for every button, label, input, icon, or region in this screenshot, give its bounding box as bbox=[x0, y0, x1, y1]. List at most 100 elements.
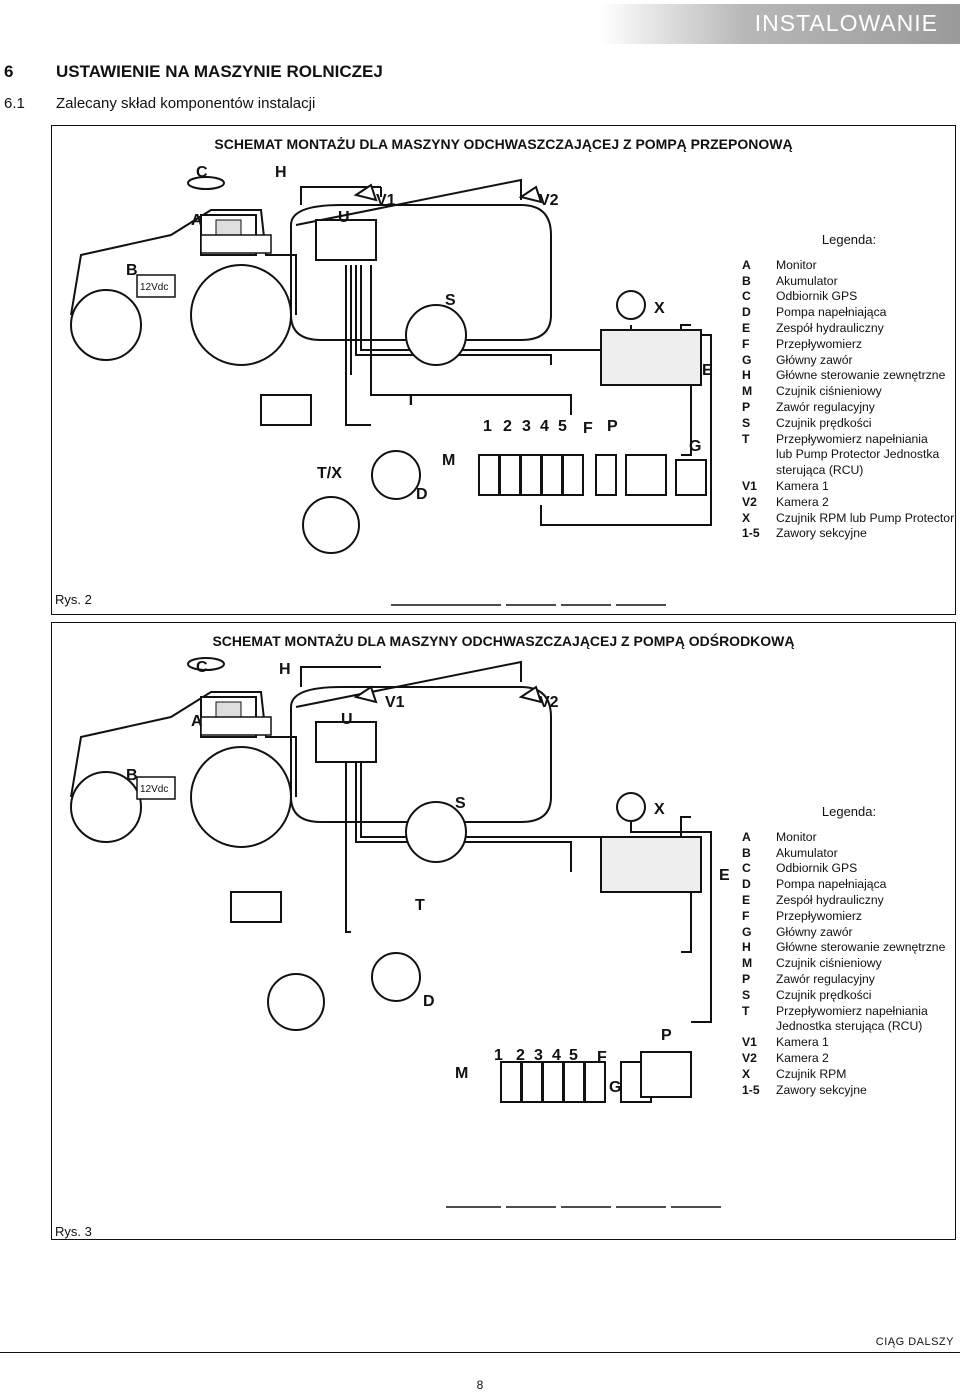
label-m: M bbox=[455, 1065, 468, 1082]
label-v2: V2 bbox=[539, 192, 559, 209]
label-valve-2: 2 bbox=[503, 418, 512, 435]
figure-2-frame: SCHEMAT MONTAŻU DLA MASZYNY ODCHWASZCZAJ… bbox=[51, 622, 956, 1240]
legend-key: M bbox=[742, 956, 753, 971]
legend-value: Kamera 2 bbox=[776, 494, 829, 509]
legend-value: Zawory sekcyjne bbox=[776, 1082, 867, 1097]
label-s: S bbox=[455, 795, 466, 812]
label-g: G bbox=[689, 438, 701, 455]
legend-value: Główne sterowanie zewnętrzne bbox=[776, 368, 946, 383]
header-title: INSTALOWANIE bbox=[754, 10, 938, 36]
legend-key: A bbox=[742, 257, 751, 272]
legend-key: T bbox=[742, 1003, 750, 1018]
legend-title: Legenda: bbox=[821, 232, 877, 247]
legend-value: Zawór regulacyjny bbox=[776, 399, 875, 414]
legend-key: D bbox=[742, 305, 751, 320]
label-c: C bbox=[196, 659, 208, 676]
legend-key: 1-5 bbox=[742, 526, 760, 541]
label-s: S bbox=[445, 292, 456, 309]
control-unit-icon bbox=[315, 721, 377, 763]
legend-key: B bbox=[742, 845, 751, 860]
legend-value: Pompa napełniająca bbox=[776, 877, 887, 892]
legend-title: Legenda: bbox=[821, 804, 877, 819]
legend-value: Przepływomierz napełniania bbox=[776, 1003, 928, 1018]
label-b: B bbox=[126, 262, 138, 279]
legend-row: M Czujnik ciśnieniowy bbox=[742, 384, 956, 400]
label-e: E bbox=[719, 867, 730, 884]
footer-divider bbox=[0, 1352, 960, 1353]
legend-key: M bbox=[742, 384, 753, 399]
legend-value: Akumulator bbox=[776, 845, 838, 860]
hydraulic-unit-icon bbox=[600, 329, 702, 386]
header-band bbox=[600, 4, 960, 44]
legend-value: Akumulator bbox=[776, 273, 838, 288]
centrifugal-pump-icon bbox=[267, 973, 325, 1031]
legend-value: Kamera 2 bbox=[776, 1050, 829, 1065]
legend-key bbox=[742, 447, 776, 463]
legend-row: P Zawór regulacyjny bbox=[742, 972, 956, 988]
legend-value: Zespół hydrauliczny bbox=[776, 892, 884, 907]
legend-key: C bbox=[742, 289, 751, 304]
legend-row: V1 Kamera 1 bbox=[742, 1035, 956, 1051]
label-a: A bbox=[191, 713, 203, 730]
legend-row: Jednostka sterująca (RCU) bbox=[742, 1019, 956, 1035]
battery-icon bbox=[136, 274, 176, 298]
label-v1: V1 bbox=[376, 192, 396, 209]
label-valve-3: 3 bbox=[522, 418, 531, 435]
legend-key: D bbox=[742, 877, 751, 892]
legend-key: C bbox=[742, 861, 751, 876]
legend-value: Odbiornik GPS bbox=[776, 289, 858, 304]
label-h: H bbox=[279, 661, 291, 678]
legend-value: Czujnik ciśnieniowy bbox=[776, 384, 882, 399]
legend-key: A bbox=[742, 829, 751, 844]
hydraulic-unit-icon bbox=[600, 836, 702, 893]
legend-key: V1 bbox=[742, 1035, 757, 1050]
section-valves-icon bbox=[478, 454, 707, 496]
label-b: B bbox=[126, 767, 138, 784]
legend-value: Kamera 1 bbox=[776, 1035, 829, 1050]
legend-value: Pompa napełniająca bbox=[776, 305, 887, 320]
legend-key: 1-5 bbox=[742, 1082, 760, 1097]
label-x: X bbox=[654, 300, 665, 317]
legend-key: S bbox=[742, 415, 751, 430]
legend-key: X bbox=[742, 1066, 751, 1081]
label-h: H bbox=[275, 164, 287, 181]
fill-pump-icon bbox=[371, 952, 421, 1002]
legend-row: D Pompa napełniająca bbox=[742, 877, 956, 893]
label-x: X bbox=[654, 801, 665, 818]
label-valve-1: 1 bbox=[483, 418, 492, 435]
label-p: P bbox=[607, 418, 618, 435]
legend-value: Monitor bbox=[776, 257, 817, 272]
figure-2-caption: Rys. 3 bbox=[55, 1224, 92, 1239]
legend-key: P bbox=[742, 971, 751, 986]
legend-key: X bbox=[742, 510, 751, 525]
legend-key: F bbox=[742, 336, 750, 351]
diaphragm-pump-icon bbox=[302, 496, 360, 554]
legend-row: A Monitor bbox=[742, 258, 956, 274]
legend-key: V2 bbox=[742, 494, 757, 509]
label-battery: 12Vdc bbox=[140, 282, 168, 293]
figure-1-diagram: A B C H U V1 V2 S X E T T/X D M F P G 1 … bbox=[70, 164, 713, 606]
camera-v2-icon bbox=[518, 685, 543, 704]
label-e: E bbox=[702, 362, 713, 379]
legend-value: Przepływomierz napełniania bbox=[776, 431, 928, 446]
subsection-number: 6.1 bbox=[4, 95, 25, 112]
section-valves-icon bbox=[500, 1051, 692, 1103]
rpm-sensor-icon bbox=[616, 792, 646, 822]
legend-value: Zawór regulacyjny bbox=[776, 971, 875, 986]
section-number: 6 bbox=[4, 62, 14, 81]
figure-2-title: SCHEMAT MONTAŻU DLA MASZYNY ODCHWASZCZAJ… bbox=[212, 633, 795, 649]
label-valve-5: 5 bbox=[569, 1047, 578, 1064]
